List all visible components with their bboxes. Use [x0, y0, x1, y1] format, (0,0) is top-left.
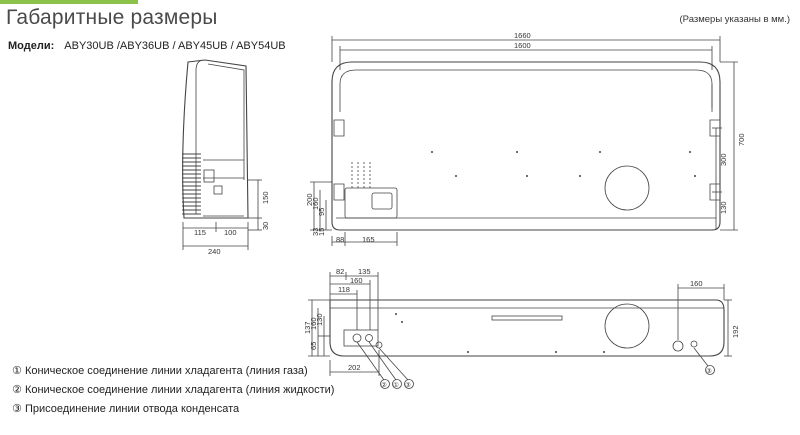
- legend-text: Присоединение линии отвода конденсата: [24, 403, 240, 415]
- dim-1660: 1660: [514, 31, 531, 40]
- dim-65: 65: [309, 342, 318, 350]
- legend-num: ①: [12, 365, 22, 377]
- dim-165: 165: [362, 235, 375, 244]
- dim-33: 33: [311, 228, 320, 236]
- side-view: [182, 59, 262, 250]
- callout-3: ③: [405, 381, 411, 389]
- legend-item-2: ② Коническое соединение линии хладагента…: [12, 383, 334, 396]
- models-line: Модели: ABY30UB /ABY36UB / ABY45UB / ABY5…: [8, 40, 286, 52]
- dim-160-front: 160: [311, 197, 320, 210]
- legend-item-3: ③ Присоединение линии отвода конденсата: [12, 402, 239, 415]
- front-view-labels: 1660 1600 700 300 130 200 160 95 33 15 8…: [305, 31, 746, 244]
- front-view: [310, 36, 738, 246]
- units-note: (Размеры указаны в мм.): [679, 14, 790, 25]
- side-view-labels: 115 100 240 150 30: [194, 191, 270, 256]
- dim-192: 192: [731, 325, 740, 338]
- dim-82: 82: [336, 267, 344, 276]
- dim-700: 700: [737, 133, 746, 146]
- dim-160-side: 160: [309, 317, 318, 330]
- bottom-view-labels: 82 135 160 118 137 160 130 65 202 160 19…: [303, 267, 740, 389]
- callout-1: ①: [393, 381, 399, 389]
- dim-1600: 1600: [514, 41, 531, 50]
- legend-num: ②: [12, 384, 22, 396]
- dim-300: 300: [719, 153, 728, 166]
- models-value: ABY30UB /ABY36UB / ABY45UB / ABY54UB: [64, 40, 286, 52]
- legend-num: ③: [12, 403, 22, 415]
- dim-118: 118: [338, 285, 350, 294]
- dim-240: 240: [208, 247, 221, 256]
- callout-3-right: ③: [706, 367, 712, 375]
- models-label: Модели:: [8, 40, 55, 52]
- legend-text: Коническое соединение линии хладагента (…: [24, 365, 308, 377]
- page-title: Габаритные размеры: [6, 6, 218, 29]
- dim-202: 202: [348, 363, 361, 372]
- bottom-view: [308, 272, 732, 389]
- dim-115: 115: [194, 228, 206, 237]
- dim-160-bottom: 160: [350, 276, 363, 285]
- dim-88: 88: [336, 235, 344, 244]
- callout-2: ②: [381, 381, 387, 389]
- title-accent-bar: [0, 0, 138, 4]
- dim-150: 150: [261, 191, 270, 204]
- dim-137: 137: [303, 321, 312, 334]
- dim-30: 30: [261, 222, 270, 230]
- dim-130: 130: [719, 201, 728, 214]
- dim-130-bottom: 130: [315, 313, 324, 326]
- dim-100: 100: [224, 228, 237, 237]
- dim-15: 15: [317, 228, 326, 236]
- dim-135: 135: [358, 267, 371, 276]
- dim-200: 200: [305, 193, 314, 206]
- dim-160-right: 160: [690, 279, 703, 288]
- legend-item-1: ① Коническое соединение линии хладагента…: [12, 364, 308, 377]
- dim-95: 95: [317, 208, 326, 216]
- legend-text: Коническое соединение линии хладагента (…: [24, 384, 335, 396]
